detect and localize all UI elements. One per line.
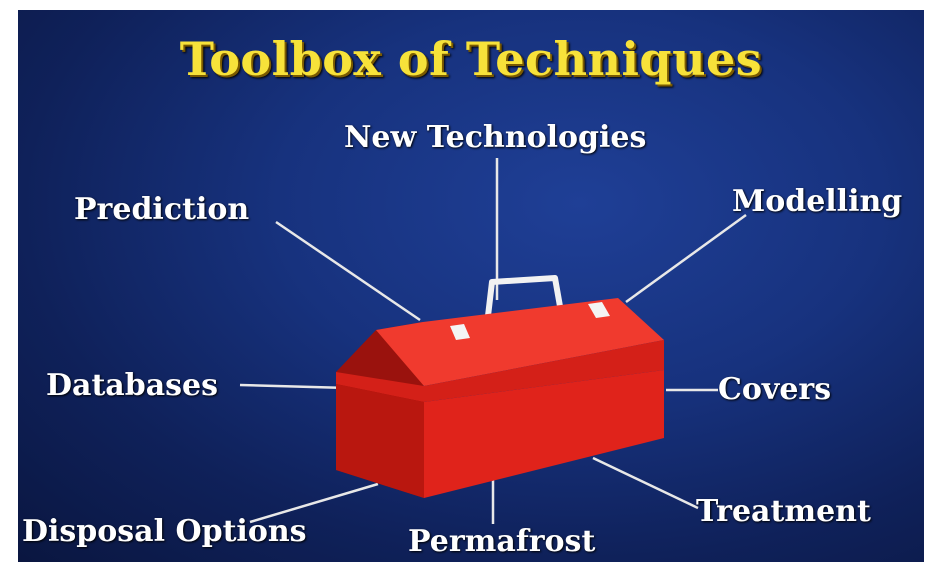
label-disposal-options: Disposal Options (22, 514, 307, 549)
label-treatment: Treatment (696, 494, 871, 529)
label-modelling: Modelling (732, 184, 903, 219)
label-covers: Covers (718, 372, 832, 407)
label-prediction: Prediction (74, 192, 250, 227)
connector-treatment (592, 456, 699, 510)
connector-disposal-options (249, 482, 379, 524)
diagram-graphics (239, 158, 747, 524)
connector-databases (239, 383, 349, 390)
label-databases: Databases (46, 368, 219, 403)
connector-modelling (625, 213, 747, 304)
slide-title: Toolbox of Techniques (179, 32, 763, 86)
connector-lines (239, 158, 747, 524)
label-permafrost: Permafrost (408, 524, 596, 559)
connector-prediction (275, 220, 421, 322)
slide: Toolbox of Techniques New Technologies P… (18, 10, 924, 562)
toolbox-illustration (336, 275, 664, 498)
label-new-technologies: New Technologies (344, 120, 647, 155)
